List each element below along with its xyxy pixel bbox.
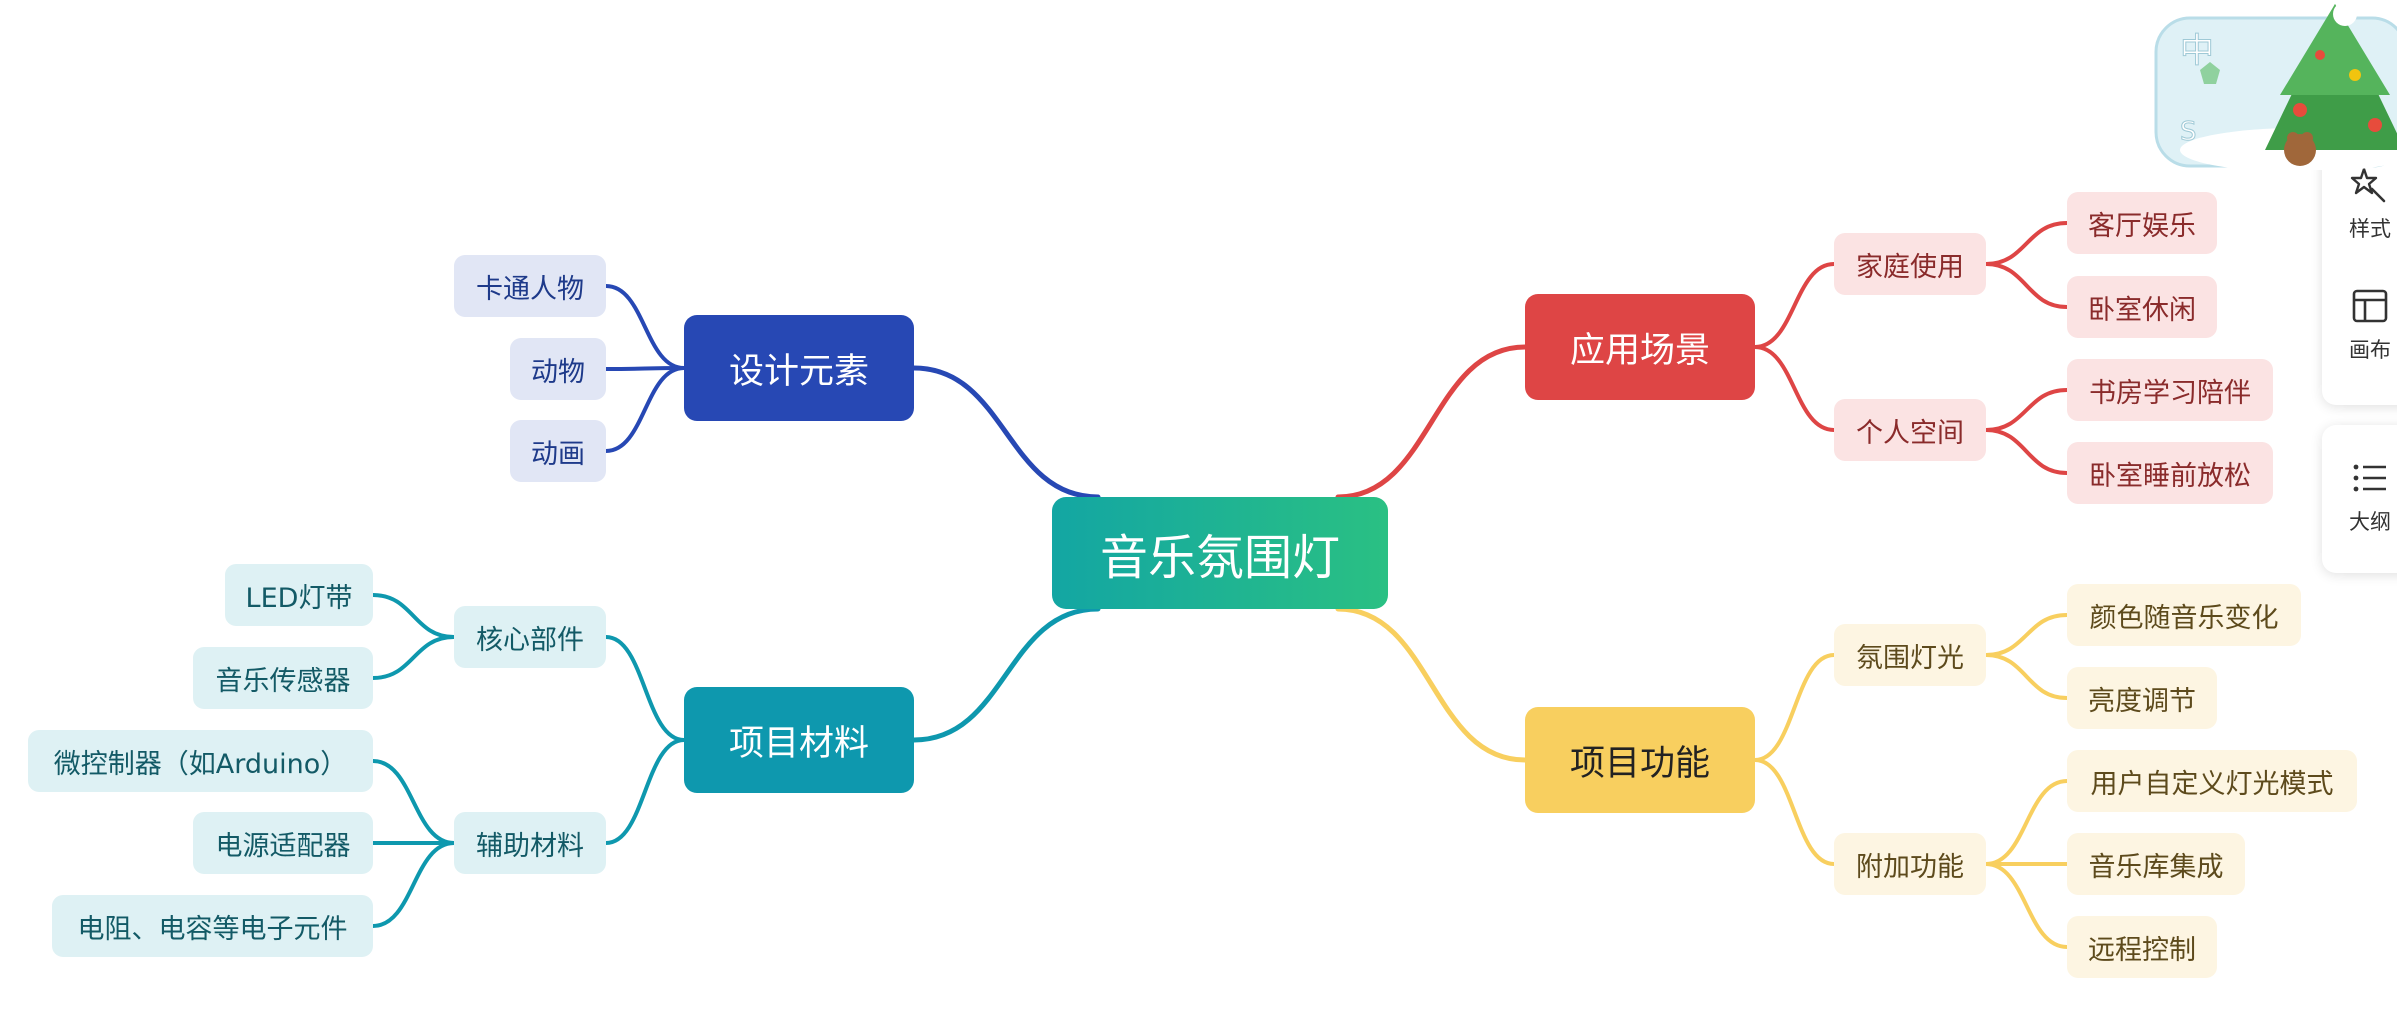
link-features-extra [1753,758,1836,866]
canvas-button[interactable]: 画布 [2340,286,2397,376]
leaf-custom-modes[interactable]: 用户自定义灯光模式 [2067,750,2357,812]
christmas-tree-sticker: 中 S [2150,0,2397,172]
link-personal-leaf-1 [1984,428,2069,475]
link-root-features [1335,606,1528,763]
leaf-living-room[interactable]: 客厅娱乐 [2067,192,2217,254]
leaf-music-library[interactable]: 音乐库集成 [2067,833,2245,895]
link-ambient-leaf-0 [1984,613,2069,657]
style-label: 样式 [2349,217,2391,241]
branch-materials[interactable]: 项目材料 [684,687,914,793]
branch-design[interactable]: 设计元素 [684,315,914,421]
outline-button[interactable]: 大纲 [2340,458,2397,548]
leaf-music-sensor[interactable]: 音乐传感器 [193,647,373,709]
leaf-remote-control[interactable]: 远程控制 [2067,916,2217,978]
link-root-materials [911,606,1101,743]
leaf-led-strip[interactable]: LED灯带 [225,564,373,626]
branch-features[interactable]: 项目功能 [1525,707,1755,813]
link-aux-leaf-0 [371,759,456,845]
link-aux-leaf-2 [371,841,456,928]
root-node[interactable]: 音乐氛围灯 [1052,497,1388,609]
link-scenes-personal [1753,345,1836,432]
style-button[interactable]: 样式 [2340,165,2397,255]
leaf-microcontroller[interactable]: 微控制器（如Arduino） [28,730,373,792]
link-materials-core [604,635,686,742]
canvas-label: 画布 [2349,338,2391,362]
link-scenes-home [1753,262,1836,349]
sub-materials-core[interactable]: 核心部件 [454,606,606,668]
branch-scenes[interactable]: 应用场景 [1525,294,1755,400]
link-root-design [911,365,1101,500]
leaf-brightness[interactable]: 亮度调节 [2067,667,2217,729]
leaf-study-companion[interactable]: 书房学习陪伴 [2067,359,2273,421]
sticker-glyph-2: S [2180,117,2197,147]
sticker-glyph-1: 中 [2180,31,2214,71]
link-design-leaf-0 [604,284,686,370]
link-features-ambient [1753,653,1836,762]
layout-icon [2352,289,2388,323]
link-ambient-leaf-1 [1984,653,2069,700]
sub-materials-aux[interactable]: 辅助材料 [454,812,606,874]
leaf-design-3[interactable]: 动画 [510,420,606,482]
link-root-scenes [1335,344,1528,500]
leaf-bedroom-leisure[interactable]: 卧室休闲 [2067,276,2217,338]
leaf-power-adapter[interactable]: 电源适配器 [193,812,373,874]
sub-features-ambient[interactable]: 氛围灯光 [1834,624,1986,686]
link-home-leaf-1 [1984,262,2069,309]
side-panel-bottom [2322,425,2397,573]
link-extra-leaf-0 [1984,779,2069,866]
link-core-leaf-0 [371,593,456,639]
link-extra-leaf-2 [1984,862,2069,949]
sub-scenes-home[interactable]: 家庭使用 [1834,233,1986,295]
leaf-electronic-parts[interactable]: 电阻、电容等电子元件 [52,895,373,957]
list-icon [2353,464,2386,492]
link-materials-aux [604,738,686,845]
leaf-design-1[interactable]: 卡通人物 [454,255,606,317]
link-personal-leaf-0 [1984,388,2069,432]
outline-label: 大纲 [2349,510,2391,534]
link-design-leaf-2 [604,366,686,453]
link-home-leaf-0 [1984,221,2069,266]
leaf-bedtime-relax[interactable]: 卧室睡前放松 [2067,442,2273,504]
sub-scenes-personal[interactable]: 个人空间 [1834,399,1986,461]
leaf-design-2[interactable]: 动物 [510,338,606,400]
link-core-leaf-1 [371,635,456,680]
sub-features-extra[interactable]: 附加功能 [1834,833,1986,895]
magic-wand-icon [2350,167,2386,203]
leaf-color-music[interactable]: 颜色随音乐变化 [2067,584,2301,646]
